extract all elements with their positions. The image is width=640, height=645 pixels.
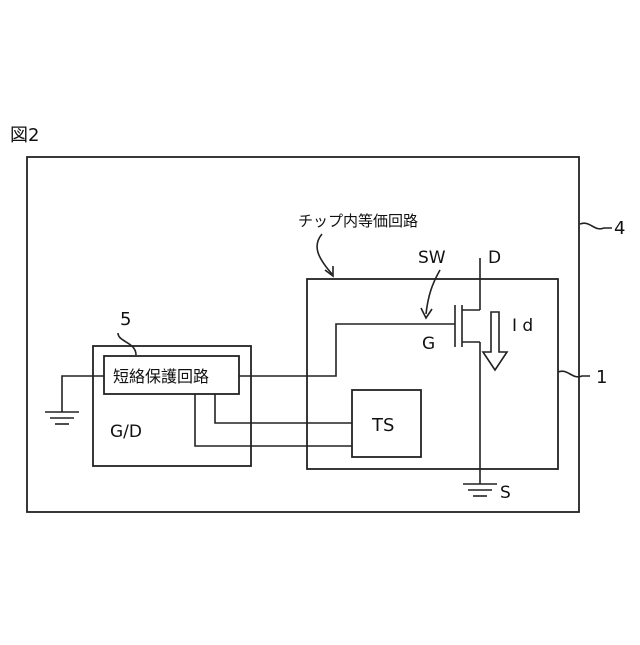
chip-box — [307, 279, 558, 469]
gate-driver-label: G/D — [110, 422, 142, 442]
chip-equivalent-label: チップ内等価回路 — [298, 212, 418, 230]
switch-label: SW — [418, 248, 446, 268]
drain-current-label: I d — [512, 316, 533, 336]
ref-4-label: 4 — [614, 218, 625, 239]
ref-4-leader — [580, 223, 612, 229]
short-protection-label: 短絡保護回路 — [113, 367, 209, 386]
ref-1-label: 1 — [596, 367, 607, 388]
ref-5-label: 5 — [120, 309, 131, 330]
gate-label: G — [422, 334, 435, 354]
source-label: S — [500, 483, 511, 503]
figure-label: 図2 — [10, 125, 39, 146]
temp-sensor-label: TS — [371, 415, 394, 436]
drain-label: D — [488, 248, 501, 268]
